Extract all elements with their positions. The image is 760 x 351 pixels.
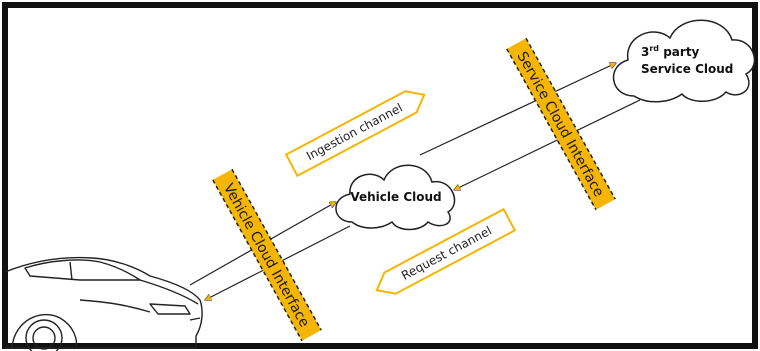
ingestion-line-vehicle-cloud-to-service-cloud <box>419 63 616 156</box>
car-icon <box>4 256 203 351</box>
third-party-service-cloud-node: 3rd party Service Cloud <box>612 19 756 103</box>
vehicle-cloud-label: Vehicle Cloud <box>350 190 441 204</box>
vehicle-cloud-node: Vehicle Cloud <box>335 164 456 231</box>
vehicle-cloud-icon <box>335 164 456 231</box>
service-cloud-label-line1: 3rd party <box>641 44 700 59</box>
service-cloud-label-line2: Service Cloud <box>641 62 733 76</box>
service-cloud-icon <box>612 19 756 103</box>
request-line-service-cloud-to-vehicle-cloud <box>454 99 641 190</box>
